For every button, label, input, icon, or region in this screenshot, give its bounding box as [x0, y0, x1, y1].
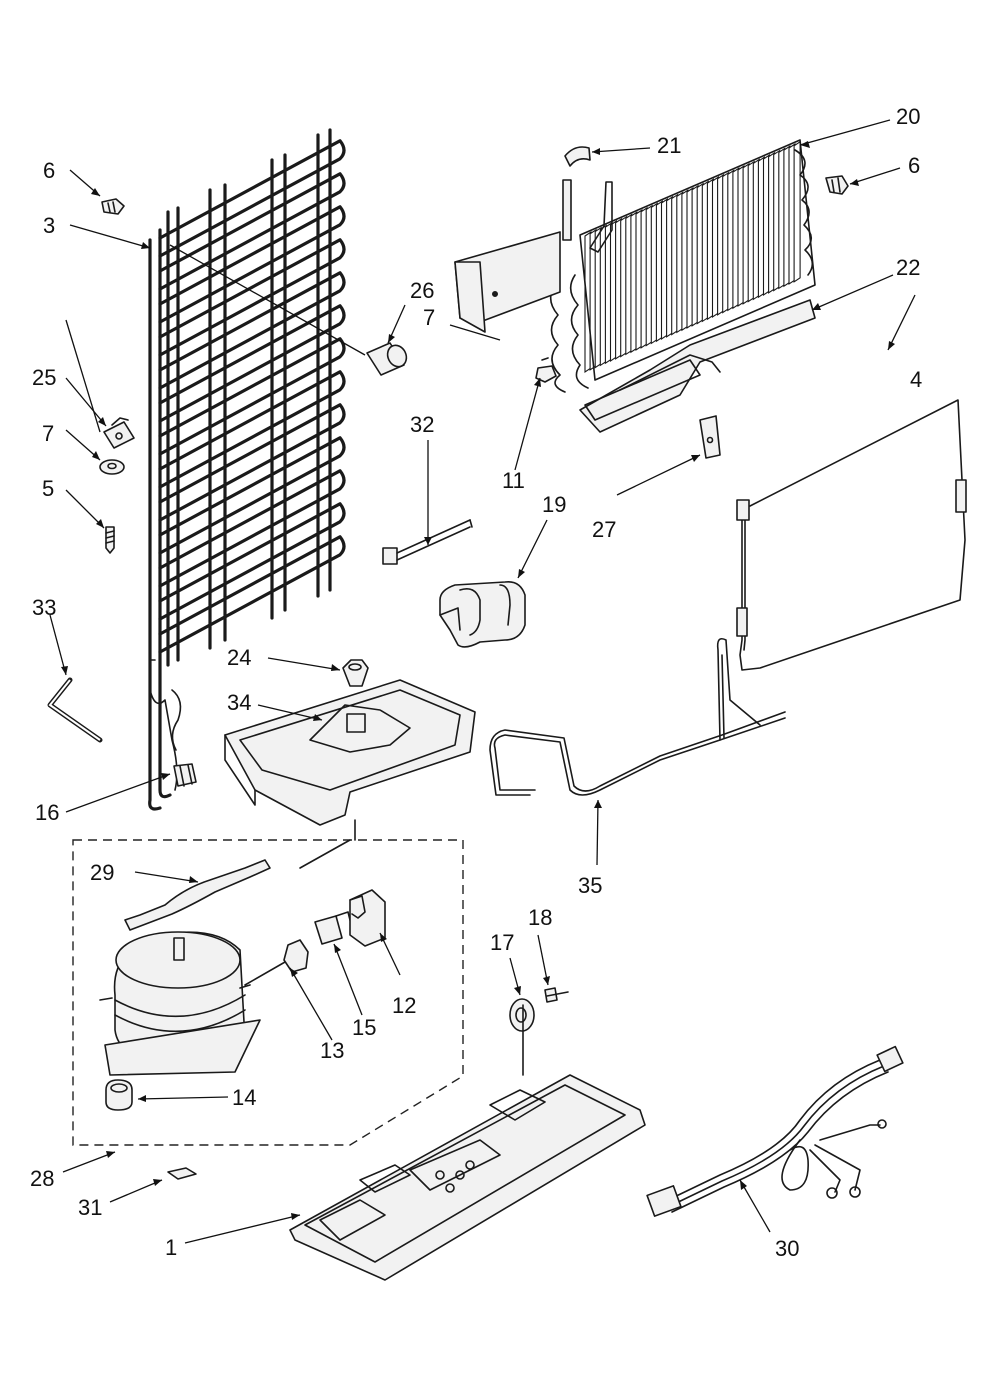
- callout-17: 17: [490, 930, 514, 955]
- callout-18: 18: [528, 905, 552, 930]
- filter-drier-29: [124, 859, 271, 931]
- clip-16: [173, 763, 197, 787]
- condenser-loop: [158, 304, 346, 423]
- callout-14: 14: [232, 1085, 256, 1110]
- tube-31: [47, 677, 103, 743]
- callout-1: 1: [165, 1235, 177, 1260]
- callout-20: 20: [896, 104, 920, 129]
- nut-24: [342, 659, 369, 687]
- cable-tie-30: [382, 519, 473, 565]
- clip-25: [103, 417, 135, 449]
- callout-19: 19: [542, 492, 566, 517]
- callout-30: 32: [410, 412, 434, 437]
- condenser-loop: [158, 337, 346, 456]
- callout-8: 7: [42, 421, 54, 446]
- screw-6-right: [825, 175, 849, 195]
- callout-22: 22: [896, 255, 920, 280]
- axle-18: [544, 987, 569, 1003]
- screw-11: [535, 357, 557, 383]
- callout-12: 12: [392, 993, 416, 1018]
- leader-lines: [49, 119, 916, 1244]
- drain-trough-22: [579, 299, 816, 433]
- callout-33: 30: [775, 1236, 799, 1261]
- defrost-heater-harness-4: [736, 399, 967, 671]
- callout-6-left: 6: [43, 158, 55, 183]
- condenser-loop: [158, 271, 346, 390]
- bracket-27: [699, 415, 721, 459]
- wheel-17: [509, 998, 535, 1032]
- cover-19: [439, 580, 526, 648]
- condenser-loop: [158, 403, 346, 522]
- relay-13: [283, 939, 309, 973]
- bracket-7: [454, 231, 561, 333]
- condenser-loop: [158, 535, 346, 654]
- callout-labels: 6 3 25 7 5 33 16 26 7 32 11 19 27 21 20 …: [30, 104, 922, 1261]
- condenser-loop: [158, 469, 346, 588]
- callout-5: 5: [42, 476, 54, 501]
- callout-21: 21: [657, 133, 681, 158]
- callout-24: 24: [227, 645, 251, 670]
- compressor-assembly-28: [72, 839, 464, 1146]
- screw-6-left: [101, 198, 125, 215]
- callout-7: 7: [423, 305, 435, 330]
- callout-35: 35: [578, 873, 602, 898]
- grommet-14: [105, 1079, 133, 1111]
- callout-32: 31: [78, 1195, 102, 1220]
- callout-31: 33: [32, 595, 56, 620]
- callout-11: 11: [502, 468, 525, 493]
- condenser-loop: [158, 238, 346, 357]
- washer-8: [99, 459, 125, 475]
- callout-26: 26: [410, 278, 434, 303]
- callout-6-right: 6: [908, 153, 920, 178]
- condenser-loop: [158, 502, 346, 621]
- condenser-loop: [158, 370, 346, 489]
- screw-5: [105, 526, 115, 554]
- callout-16: 16: [35, 800, 59, 825]
- condenser-loop: [158, 436, 346, 555]
- cover-12: [349, 889, 386, 947]
- callout-34: 34: [227, 690, 251, 715]
- callout-27: 27: [592, 517, 616, 542]
- callout-29: 29: [90, 860, 114, 885]
- clip-21: [564, 146, 591, 167]
- base-plate-1: [289, 819, 646, 1281]
- suction-tube-35: [489, 637, 786, 796]
- drain-plug-26: [366, 342, 408, 376]
- evaporator-fin: [793, 140, 801, 283]
- callout-4: 4: [910, 367, 922, 392]
- clip-32: [167, 1167, 197, 1180]
- callout-13: 13: [320, 1038, 344, 1063]
- callout-25: 25: [32, 365, 56, 390]
- condenser-loop: [158, 139, 346, 258]
- overload-15: [314, 911, 353, 945]
- condenser-coil: [148, 128, 346, 811]
- condenser-loop: [158, 205, 346, 324]
- callout-3: 3: [43, 213, 55, 238]
- callout-15: 15: [352, 1015, 376, 1040]
- drain-pan-34: [224, 679, 476, 826]
- condenser-loop: [158, 172, 346, 291]
- compressor: [99, 931, 293, 1076]
- wire-harness-33: [646, 1045, 904, 1217]
- evaporator-20: [549, 139, 816, 393]
- callout-28: 28: [30, 1166, 54, 1191]
